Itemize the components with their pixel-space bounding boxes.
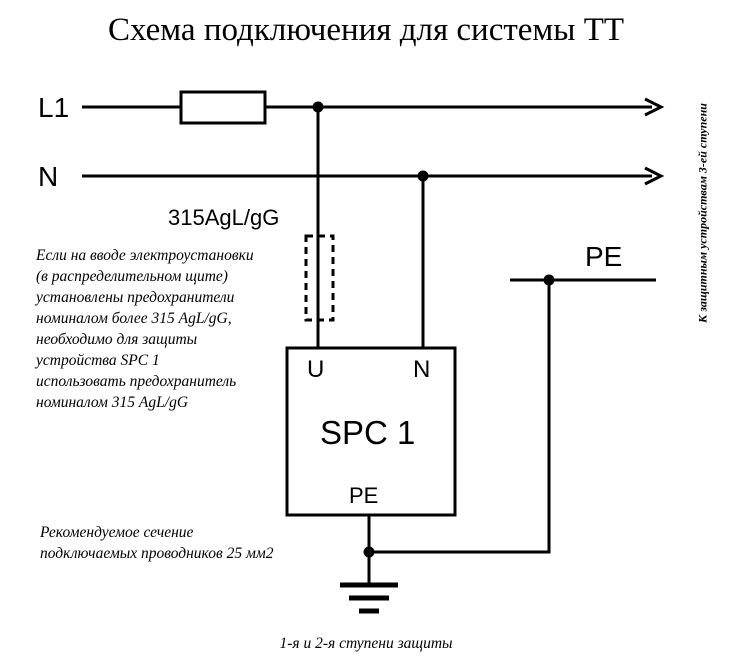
- conductor-note-line: подключаемых проводников 25 мм2: [40, 545, 274, 562]
- l1-arrow: [644, 97, 665, 117]
- spc1-device-box: [285, 346, 457, 517]
- pe-label: PE: [585, 241, 623, 272]
- fuse-note-line: номиналом 315 AgL/gG: [36, 394, 189, 411]
- fuse-note-line: установлены предохранители: [36, 289, 235, 306]
- fuse-note-line: номиналом более 315 AgL/gG,: [36, 310, 232, 327]
- device-name-label: SPC 1: [320, 414, 416, 451]
- terminal-n-label: N: [413, 356, 431, 383]
- l1-label: L1: [38, 92, 70, 123]
- n-label: N: [38, 161, 59, 192]
- terminal-u-label: U: [307, 356, 325, 383]
- fuse-note-line: Если на вводе электроустановки: [36, 247, 254, 264]
- bottom-caption: 1-я и 2-я ступени защиты: [0, 633, 732, 654]
- bottom-caption-text: 1-я и 2-я ступени защиты: [279, 635, 453, 652]
- conductor-note: Рекомендуемое сечение подключаемых прово…: [40, 522, 273, 564]
- ground-icon: [340, 582, 398, 614]
- fuse-note: Если на вводе электроустановки (в распре…: [36, 245, 254, 413]
- input-fuse: [179, 90, 267, 125]
- diagram-title: Схема подключения для системы ТТ: [107, 12, 625, 48]
- terminal-pe-label: PE: [349, 483, 379, 508]
- fuse-rating-label: 315AgL/gG: [168, 205, 280, 230]
- fuse-note-line: (в распределительном щите): [36, 268, 228, 285]
- fuse-note-line: использовать предохранитель: [36, 373, 237, 390]
- optional-fuse: [304, 234, 335, 322]
- side-caption-text: К защитным устройствам 3-ей ступени: [695, 103, 710, 323]
- fuse-note-line: необходимо для защиты: [36, 331, 198, 348]
- conductor-note-line: Рекомендуемое сечение: [40, 524, 194, 541]
- n-arrow: [644, 166, 665, 186]
- pe-bond-conductor: [369, 280, 551, 554]
- fuse-note-line: устройства SPC 1: [36, 352, 160, 369]
